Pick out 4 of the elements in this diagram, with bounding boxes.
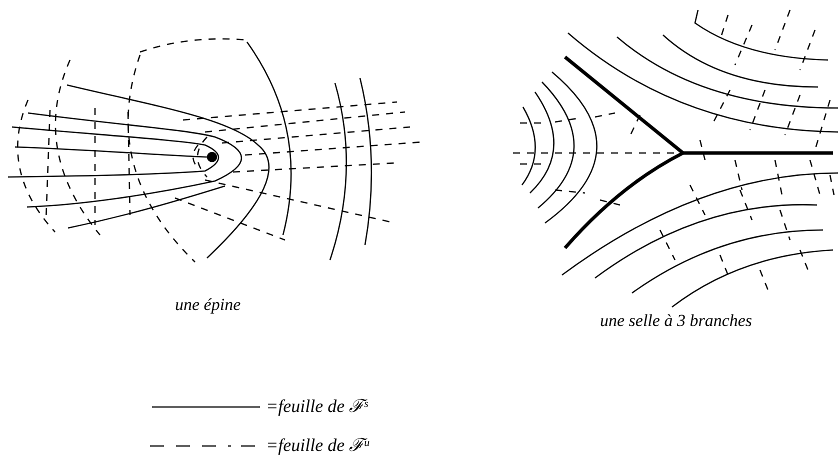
caption: une épine [175,294,241,316]
caption: une selle à 3 branches [600,310,752,332]
legend-text: =feuille de ℱ$^{u}$ [266,434,370,457]
legend-text: =feuille de ℱ$^{s}$ [266,395,368,418]
